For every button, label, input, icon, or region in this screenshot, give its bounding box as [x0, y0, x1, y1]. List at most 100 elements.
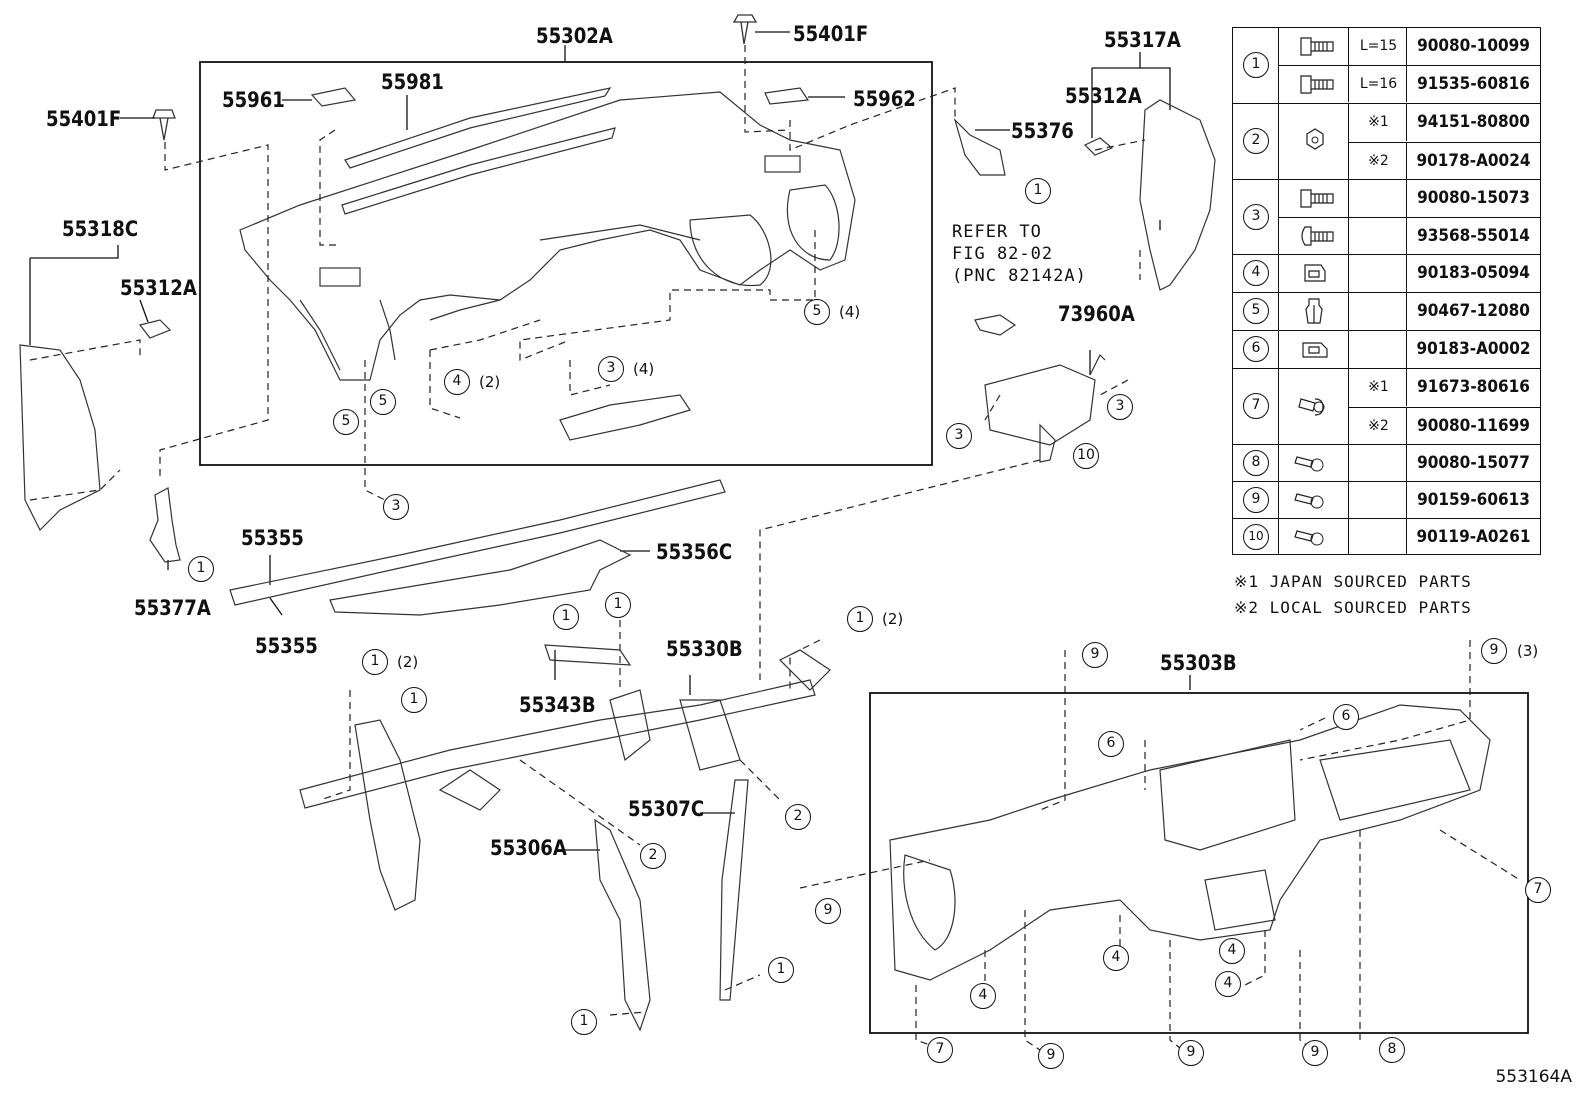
fastener-subrow: 90183-A0002 [1279, 331, 1540, 368]
label-55312A-right: 55312A [1065, 84, 1142, 108]
legend-note-local: ※2 LOCAL SOURCED PARTS [1234, 598, 1472, 617]
clip-55401F-drawing [152, 14, 758, 141]
fastener-qualifier-cell [1349, 143, 1407, 179]
fastener-part-number: 90080-10099 [1417, 36, 1530, 56]
fastener-ref-10: 10 [1243, 524, 1269, 550]
fastener-part-number: 90183-A0002 [1416, 339, 1531, 359]
fastener-qualifier-cell [1349, 369, 1407, 406]
fastener-ref-4: 4 [1243, 260, 1269, 286]
fastener-ref-cell: 9 [1233, 482, 1279, 519]
fastener-qualifier-cell [1349, 104, 1407, 141]
callout-4: 4 [1219, 938, 1245, 964]
callout-9: 9 [1082, 642, 1108, 668]
fastener-row-9: 9 90159-60613 [1233, 481, 1540, 519]
callout-3: 3 [598, 356, 624, 382]
callout-4: 4 [444, 369, 470, 395]
fastener-ref-cell: 10 [1233, 519, 1279, 555]
fastener-part-number: 91535-60816 [1417, 74, 1530, 94]
vent-and-speaker-parts [310, 87, 810, 441]
fastener-part-number: 94151-80800 [1417, 112, 1530, 132]
fastener-qualifier-cell [1349, 482, 1407, 519]
callout-5: 5 [333, 409, 359, 435]
fastener-part-number: 90119-A0261 [1416, 527, 1531, 547]
fastener-qualifier-cell [1349, 255, 1407, 292]
callout-1: 1 [362, 649, 388, 675]
fastener-ref-cell: 1 [1233, 28, 1279, 103]
fastener-subrow: 90119-A0261 [1279, 519, 1540, 555]
fastener-row-10: 10 90119-A0261 [1233, 518, 1540, 555]
fastener-qualifier: L=15 [1359, 38, 1398, 54]
nut-icon [1279, 104, 1349, 180]
callout-1: 1 [571, 1009, 597, 1035]
defroster-nozzle-drawing [229, 479, 726, 616]
fastener-part-number: 90080-15073 [1417, 188, 1530, 208]
fastener-subrow: 90159-60613 [1279, 482, 1540, 519]
fastener-subrow: ※2 90178-A0024 [1349, 142, 1540, 179]
label-73960A: 73960A [1058, 302, 1135, 326]
fastener-part-number: 91673-80616 [1417, 377, 1530, 397]
fastener-qualifier-cell [1349, 66, 1407, 102]
callout-4: 4 [1103, 945, 1129, 971]
tapping-screw-icon [1279, 519, 1349, 555]
fastener-part-number: 90467-12080 [1417, 301, 1530, 321]
fastener-ref-1: 1 [1243, 52, 1269, 78]
qty-3: (3) [1517, 642, 1539, 660]
callout-4: 4 [1215, 971, 1241, 997]
fastener-qualifier-cell [1349, 445, 1407, 482]
callout-10: 10 [1073, 443, 1099, 469]
callout-1: 1 [188, 556, 214, 582]
fastener-part-number: 90080-11699 [1417, 416, 1530, 436]
callout-1: 1 [847, 606, 873, 632]
push-clip-icon [1279, 293, 1349, 330]
solid-leader-lines [29, 31, 1191, 851]
side-panel-right-drawing [953, 99, 1216, 291]
fastener-ref-8: 8 [1243, 450, 1269, 476]
callout-9: 9 [1302, 1040, 1328, 1066]
fastener-qualifier-cell [1349, 218, 1407, 254]
fastener-ref-9: 9 [1243, 487, 1269, 513]
fastener-subrow: 93568-55014 [1279, 217, 1540, 254]
qty-4: (4) [839, 303, 861, 321]
label-55306A: 55306A [490, 836, 567, 860]
tapping-screw-icon [1279, 482, 1349, 519]
fastener-qualifier-cell [1349, 28, 1407, 65]
label-55312A-left: 55312A [120, 276, 197, 300]
reinforcement-assembly-box [869, 692, 1529, 1034]
fastener-row-3: 3 90080-15073 93568-55014 [1233, 179, 1540, 255]
label-55355-bottom: 55355 [255, 634, 318, 658]
side-panel-left-drawing [19, 319, 172, 532]
label-55317A: 55317A [1104, 28, 1181, 52]
callout-1: 1 [1025, 178, 1051, 204]
bracket-55377A-drawing [149, 487, 181, 563]
fastener-qualifier-cell [1349, 180, 1407, 217]
ecu-73960A-drawing [974, 314, 1106, 463]
fastener-qualifier-cell [1349, 408, 1407, 444]
fastener-part-number: 90183-05094 [1417, 263, 1530, 283]
fastener-row-1: 1 L=15 90080-10099 L=16 91535-60816 [1233, 28, 1540, 103]
fastener-row-8: 8 90080-15077 [1233, 444, 1540, 482]
callout-4: 4 [970, 983, 996, 1009]
callout-7: 7 [1525, 877, 1551, 903]
fastener-qualifier-cell [1349, 519, 1407, 555]
round-head-screw-icon [1279, 218, 1349, 254]
refer-note-line-1: REFER TO [952, 222, 1042, 242]
fastener-ref-cell: 3 [1233, 180, 1279, 255]
label-55307C: 55307C [628, 797, 705, 821]
hex-bolt-icon [1279, 180, 1349, 217]
qty-2: (2) [397, 653, 419, 671]
fastener-row-6: 6 90183-A0002 [1233, 330, 1540, 369]
fastener-qualifier: ※2 [1368, 153, 1389, 169]
fastener-row-7: 7 ※1 91673-80616 ※2 90080-11699 [1233, 368, 1540, 445]
fastener-ref-2: 2 [1243, 128, 1269, 154]
fastener-subrow: ※1 94151-80800 [1349, 104, 1540, 141]
fastener-row-2: 2 ※1 94151-80800 ※2 90178-A0024 [1233, 103, 1540, 180]
legend-note-japan: ※1 JAPAN SOURCED PARTS [1234, 572, 1472, 591]
label-55377A: 55377A [134, 596, 211, 620]
label-55961: 55961 [222, 88, 285, 112]
qty-2: (2) [479, 373, 501, 391]
fastener-subrow: L=15 90080-10099 [1279, 28, 1540, 65]
callout-3: 3 [383, 494, 409, 520]
fastener-qualifier-cell [1349, 293, 1407, 330]
dashed-leader-lines [29, 45, 1521, 1051]
fastener-subrow: 90080-15073 [1279, 180, 1540, 217]
